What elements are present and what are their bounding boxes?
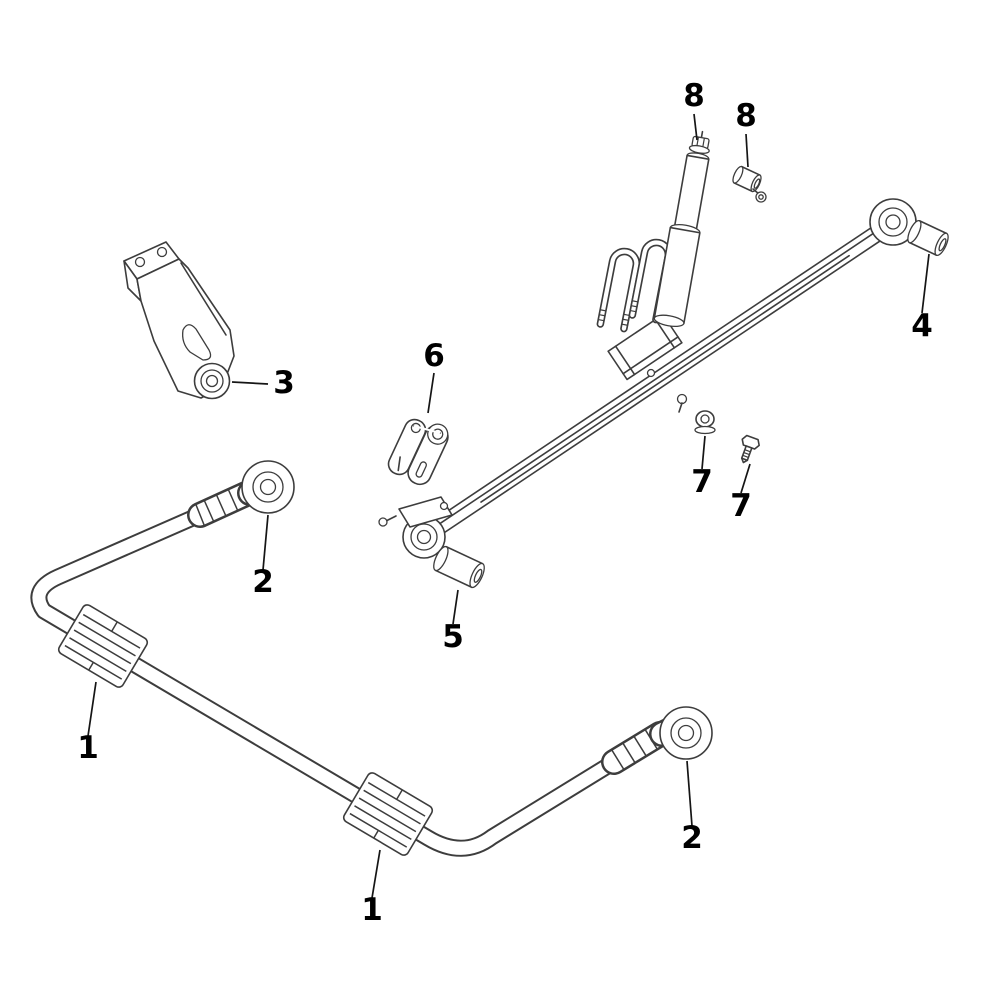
shock-top-nut bbox=[688, 135, 710, 154]
spring-front-hanger bbox=[378, 496, 453, 528]
leader-line-1a bbox=[87, 681, 97, 737]
leader-line-4 bbox=[921, 253, 930, 314]
spring-eye-bushing bbox=[907, 219, 949, 257]
part-labels: 1 1 2 2 3 4 5 6 7 7 8 8 bbox=[77, 78, 933, 928]
leader-line-1b bbox=[371, 849, 381, 899]
flange-nut bbox=[694, 410, 716, 435]
leaf-spring bbox=[402, 198, 949, 559]
stabilizer-bar-eye-right bbox=[649, 706, 713, 760]
part-label-7-left: 7 bbox=[691, 464, 713, 500]
stabilizer-bar-eye-left bbox=[237, 460, 295, 514]
shock-absorber bbox=[653, 130, 710, 328]
mounting-bracket bbox=[123, 241, 235, 400]
part-label-1-center: 1 bbox=[361, 892, 383, 928]
part-label-5: 5 bbox=[442, 619, 464, 655]
part-label-8-right: 8 bbox=[735, 98, 757, 134]
center-bolt-hole bbox=[646, 368, 656, 378]
u-bolt-front bbox=[596, 247, 641, 333]
part-label-8-left: 8 bbox=[683, 78, 705, 114]
part-label-4: 4 bbox=[911, 308, 933, 344]
spring-center-plate bbox=[607, 313, 683, 381]
part-label-3: 3 bbox=[273, 365, 295, 401]
part-label-2-left: 2 bbox=[252, 564, 274, 600]
leader-line-2b bbox=[686, 760, 693, 827]
part-label-6: 6 bbox=[423, 338, 445, 374]
leaf-spring-eye-rear bbox=[869, 198, 917, 246]
leader-line-5 bbox=[452, 589, 459, 625]
bracket-boss-bushing bbox=[193, 362, 231, 400]
leader-line-7a bbox=[701, 435, 706, 470]
stabilizer-bar bbox=[30, 460, 713, 857]
leader-line-2a bbox=[262, 514, 269, 571]
mounting-bolt bbox=[740, 434, 760, 464]
shock-bushing bbox=[732, 165, 762, 193]
leader-line-8a bbox=[693, 113, 698, 141]
leader-line-7b bbox=[740, 463, 751, 494]
leader-line-3 bbox=[231, 381, 269, 385]
shackle bbox=[387, 418, 449, 486]
stabilizer-bushing-center bbox=[342, 772, 434, 856]
part-label-1-left: 1 bbox=[77, 730, 99, 766]
leader-line-6 bbox=[427, 372, 435, 414]
spring-sleeve-bushing bbox=[433, 545, 485, 589]
stabilizer-bushing-left bbox=[57, 604, 149, 688]
part-label-2-right: 2 bbox=[681, 820, 703, 856]
part-label-7-right: 7 bbox=[730, 488, 752, 524]
shock-bushing-nut bbox=[752, 188, 767, 203]
leader-line-8b bbox=[745, 133, 749, 168]
leaf-spring-eye-front bbox=[402, 515, 446, 559]
center-stud bbox=[676, 393, 688, 413]
leader-lines bbox=[87, 113, 930, 899]
